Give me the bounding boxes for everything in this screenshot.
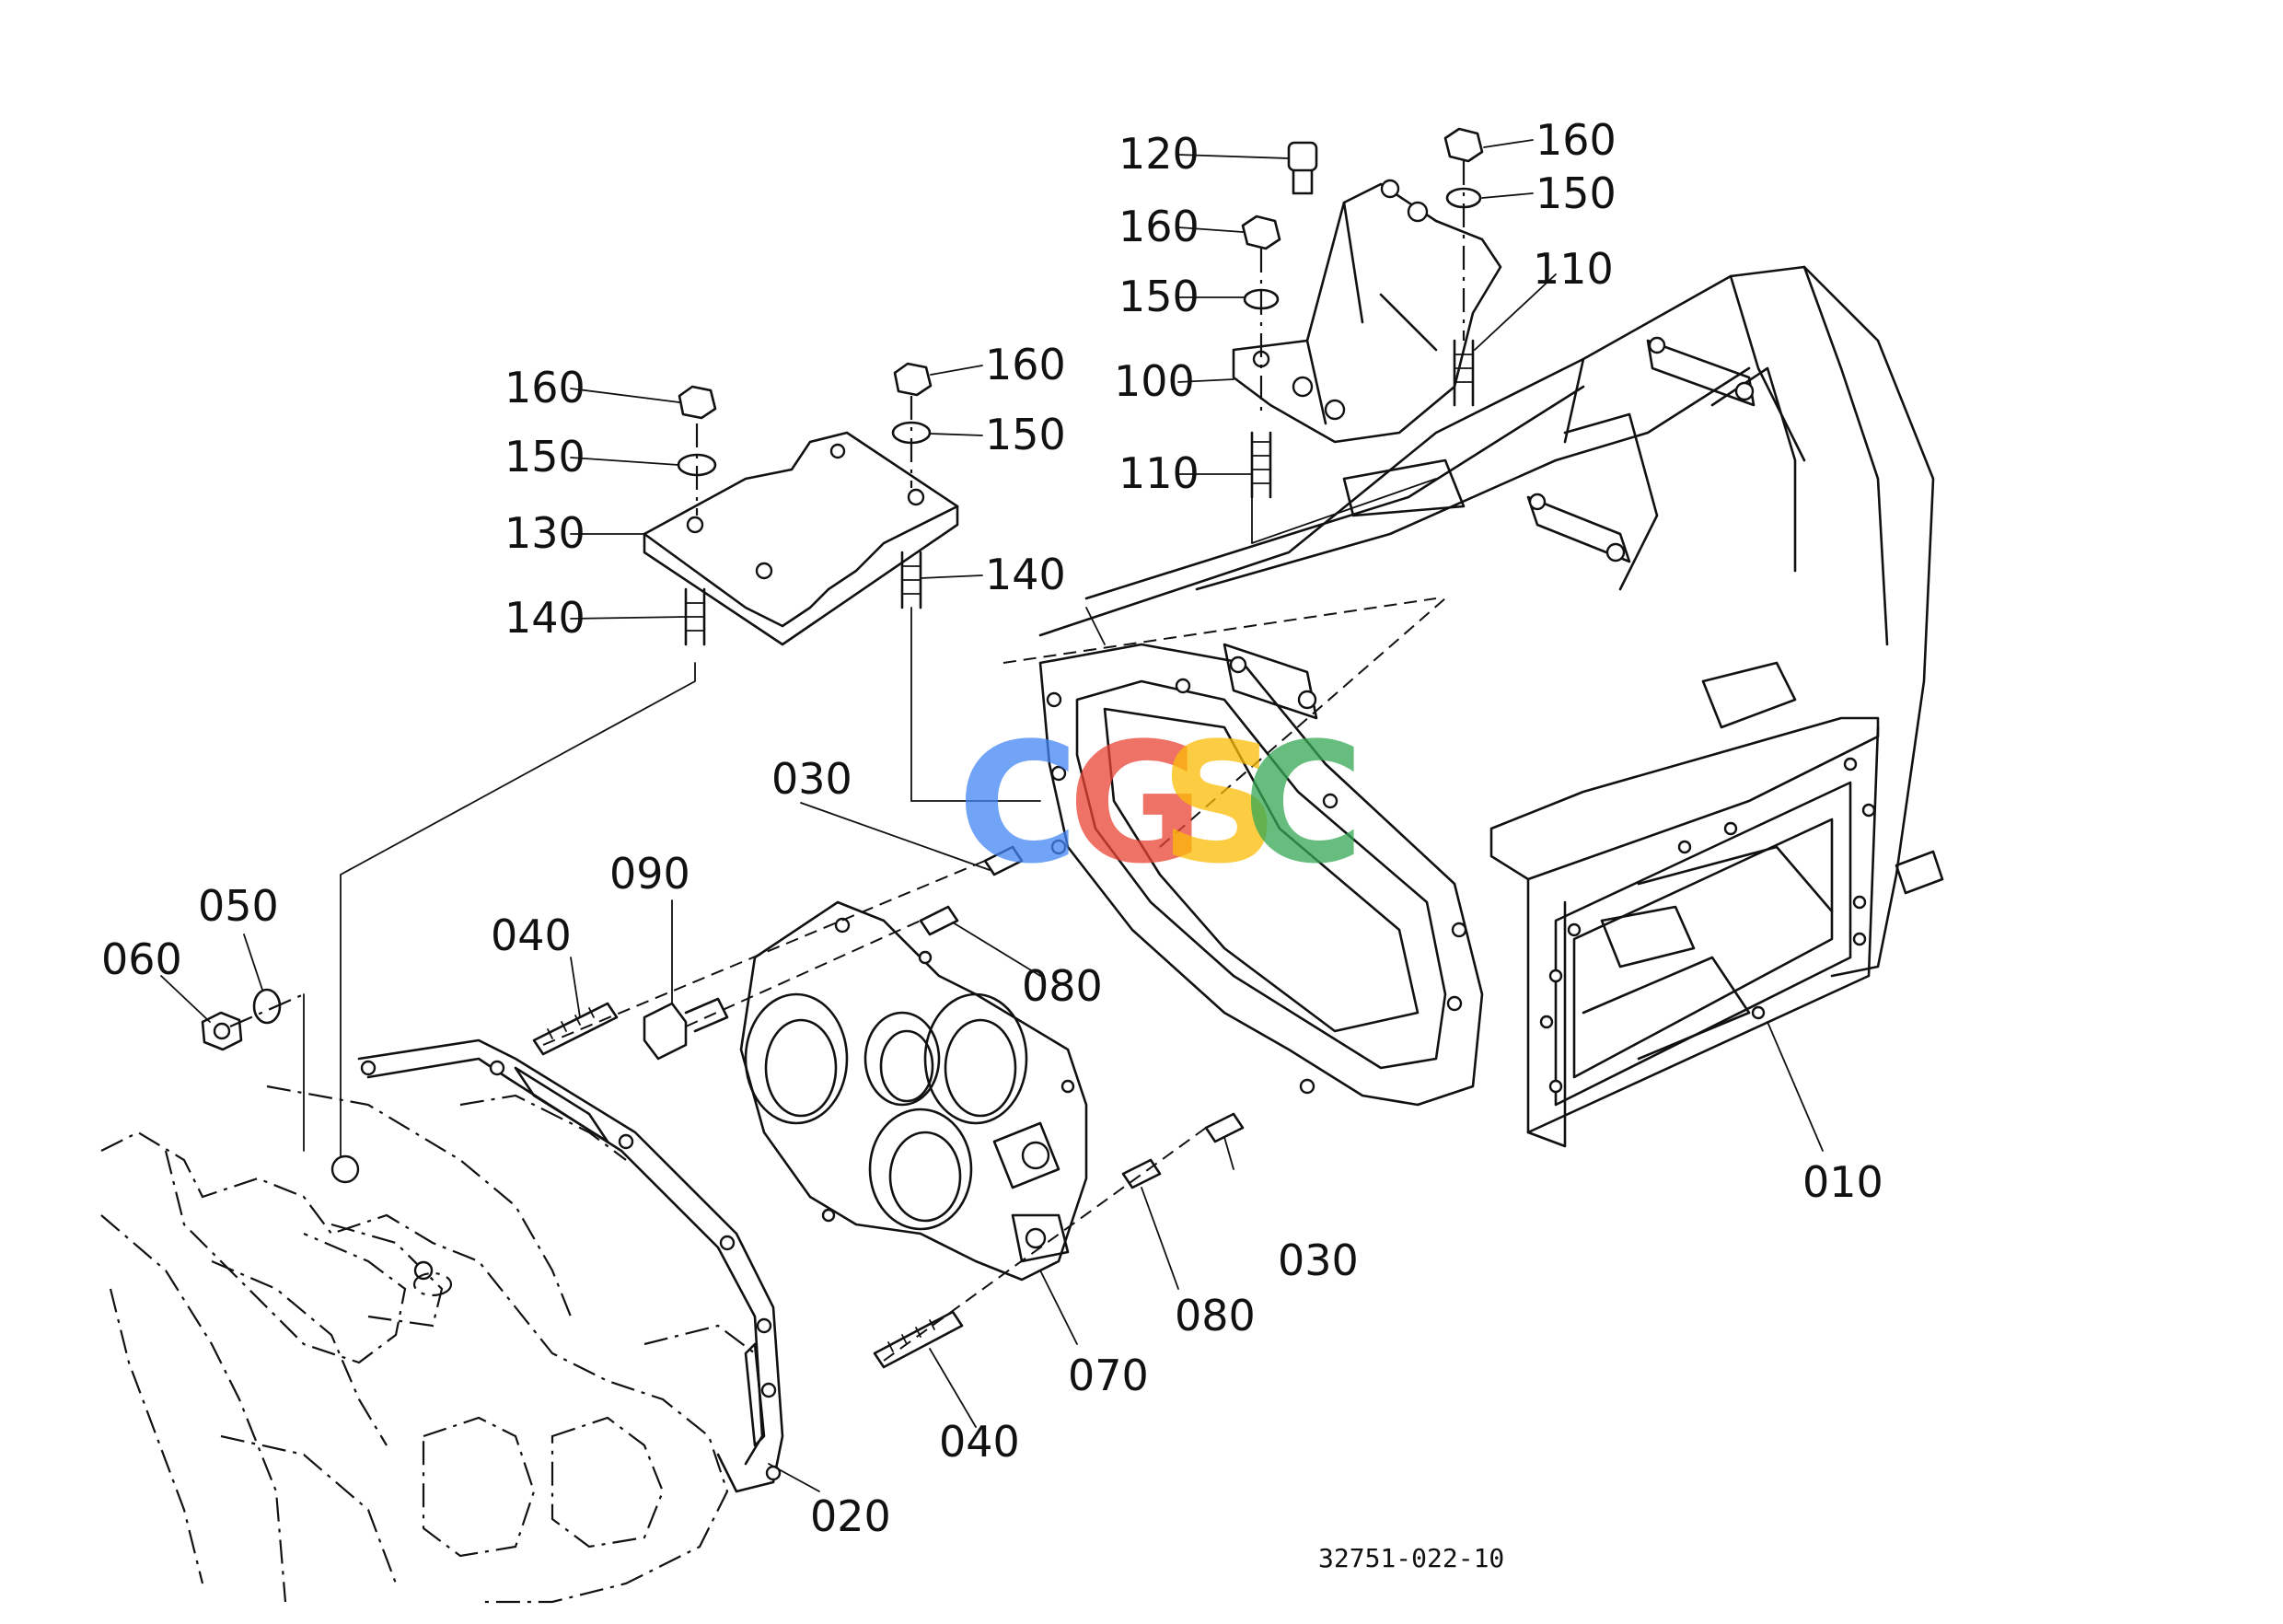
engine-phantom-outline bbox=[100, 1085, 756, 1604]
gasket bbox=[357, 1038, 784, 1493]
part-label-040: 040 bbox=[491, 911, 572, 960]
part-label-150: 150 bbox=[504, 432, 585, 481]
part-label-020: 020 bbox=[810, 1491, 891, 1541]
part-label-110: 110 bbox=[1118, 448, 1199, 498]
watermark-letter: C bbox=[957, 708, 1079, 900]
drawing-code: 32751-022-10 bbox=[1318, 1543, 1504, 1573]
part-label-090: 090 bbox=[609, 849, 690, 899]
part-label-080: 080 bbox=[1175, 1291, 1256, 1340]
part-label-110: 110 bbox=[1533, 244, 1614, 294]
watermark-letter: S bbox=[1160, 708, 1280, 900]
watermark-letter: C bbox=[1243, 708, 1364, 900]
transmission-case bbox=[1002, 265, 1944, 1148]
part-label-120: 120 bbox=[1118, 129, 1199, 179]
part-label-070: 070 bbox=[1068, 1351, 1149, 1400]
part-label-080: 080 bbox=[1022, 961, 1103, 1011]
bracket-assembly bbox=[1232, 127, 1502, 544]
watermark-letter: G bbox=[1068, 708, 1204, 900]
part-label-160: 160 bbox=[504, 363, 585, 412]
part-label-160: 160 bbox=[985, 340, 1066, 389]
part-label-010: 010 bbox=[1802, 1157, 1883, 1207]
part-label-130: 130 bbox=[504, 508, 585, 558]
part-label-150: 150 bbox=[1536, 168, 1617, 218]
part-label-160: 160 bbox=[1536, 115, 1617, 165]
part-labels: 120 160 150 160 110 150 100 110 160 150 … bbox=[101, 115, 1883, 1541]
part-label-040: 040 bbox=[939, 1417, 1020, 1467]
flange-holes bbox=[1046, 678, 1876, 1095]
watermark-logo: C G S C bbox=[957, 708, 1364, 900]
part-label-150: 150 bbox=[985, 410, 1066, 459]
part-label-030: 030 bbox=[1278, 1235, 1359, 1285]
part-label-150: 150 bbox=[1118, 272, 1199, 321]
bearing-housing bbox=[739, 900, 1088, 1282]
cover-plate-assembly bbox=[340, 362, 1041, 1179]
leader-lines bbox=[160, 139, 1824, 1492]
part-label-050: 050 bbox=[198, 881, 279, 931]
part-label-160: 160 bbox=[1118, 202, 1199, 251]
small-fasteners bbox=[201, 845, 1245, 1369]
part-label-030: 030 bbox=[771, 754, 852, 804]
part-label-060: 060 bbox=[101, 934, 182, 984]
part-label-140: 140 bbox=[985, 550, 1066, 599]
part-label-140: 140 bbox=[504, 593, 585, 643]
part-label-100: 100 bbox=[1114, 356, 1195, 406]
